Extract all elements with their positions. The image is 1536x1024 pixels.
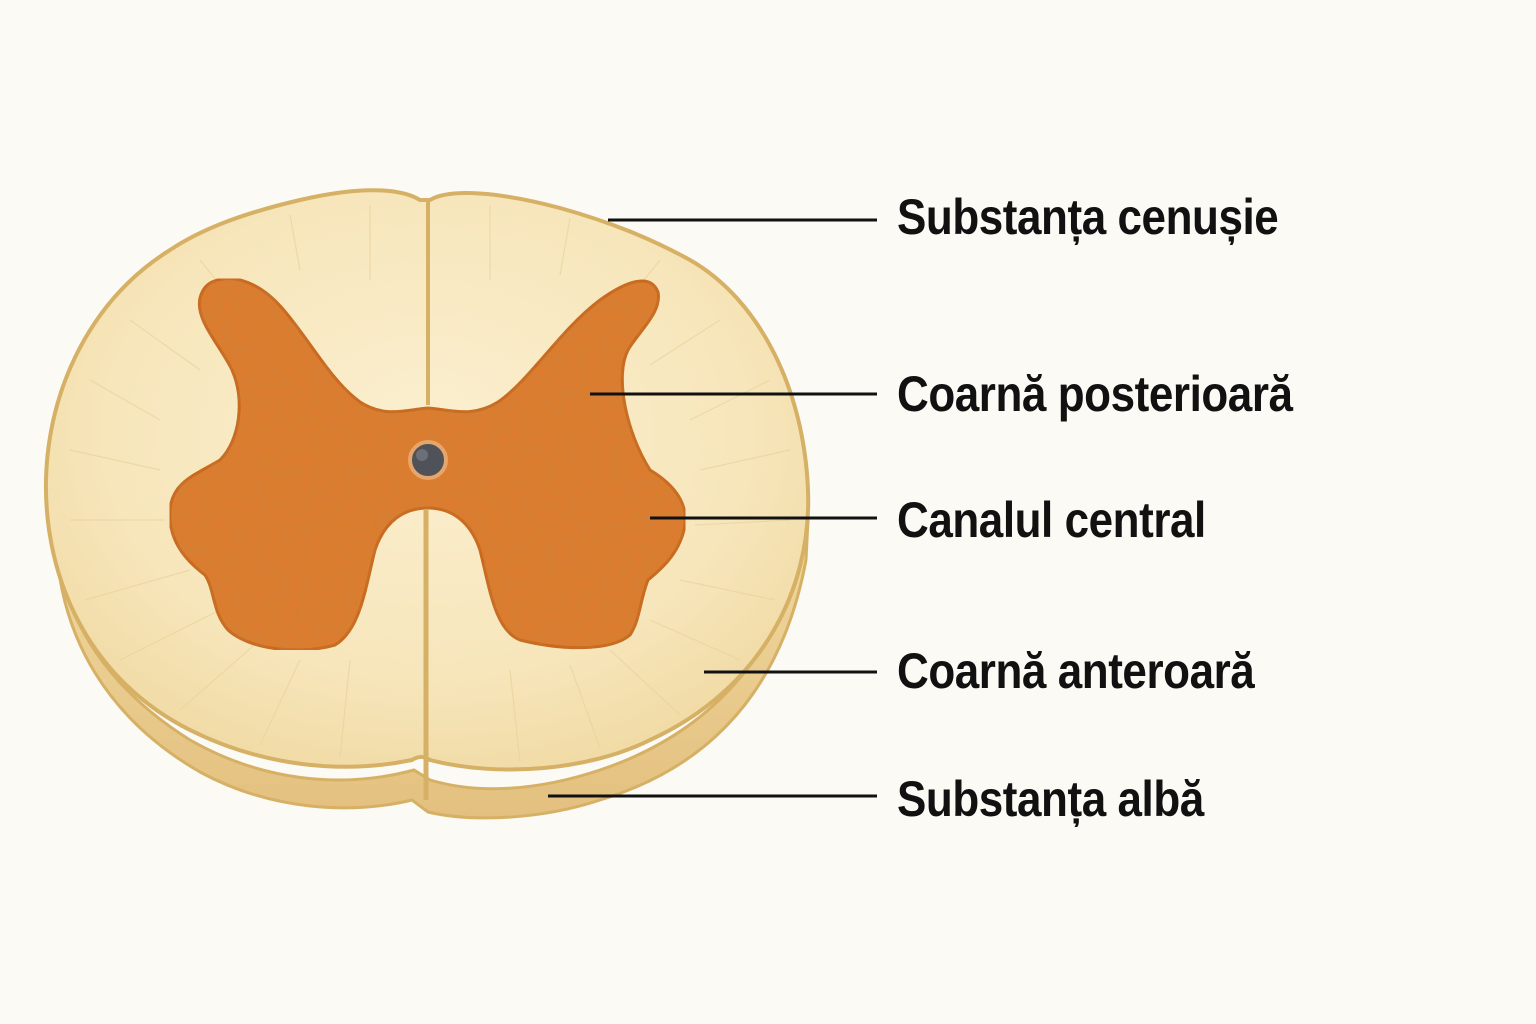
label-substanta-alba: Substanța albă — [897, 771, 1204, 827]
label-coarna-posterioara: Coarnă posterioară — [897, 366, 1293, 422]
leader-lines — [548, 218, 877, 798]
central-canal-highlight — [416, 449, 428, 461]
label-canalul-central: Canalul central — [897, 492, 1206, 548]
label-coarna-anteroara: Coarnă anteroară — [897, 643, 1255, 699]
central-canal — [408, 440, 448, 480]
label-substanta-cenusie: Substanța cenușie — [897, 189, 1279, 245]
